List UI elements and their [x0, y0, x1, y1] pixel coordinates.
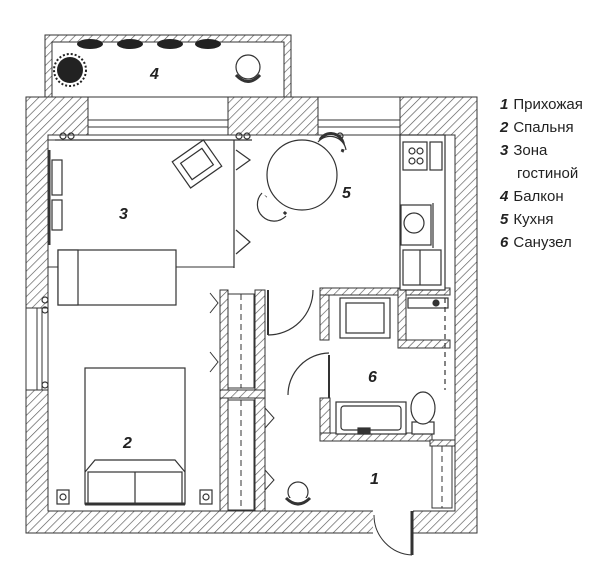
bathroom-door [267, 289, 330, 398]
sofa-icon [57, 249, 177, 306]
sink-icon [407, 297, 449, 390]
room-number: 3 [119, 206, 128, 223]
room-number: 6 [368, 369, 377, 386]
legend: 1 Прихожая 2 Спальня 3 Зона гостиной 4 Б… [500, 93, 583, 254]
pouf-icon [284, 481, 312, 506]
legend-label: Балкон [513, 188, 564, 205]
legend-number: 1 [500, 96, 509, 113]
legend-label: гостиной [517, 165, 579, 182]
legend-item: 1 Прихожая [500, 93, 583, 116]
bathtub-icon [335, 401, 407, 435]
room-number: 5 [342, 185, 352, 202]
balcony [44, 34, 292, 98]
legend-item: 4 Балкон [500, 185, 583, 208]
room-number: 2 [122, 435, 132, 452]
legend-label: Санузел [513, 234, 572, 251]
legend-number: 3 [500, 142, 509, 159]
legend-number: 4 [500, 188, 509, 205]
room-number: 4 [149, 66, 159, 83]
washing-machine-icon [339, 297, 391, 339]
legend-label: Зона [513, 142, 548, 159]
bed-icon [84, 367, 186, 506]
dining-table-icon [256, 131, 347, 222]
legend-number: 6 [500, 234, 509, 251]
legend-item: 2 Спальня [500, 116, 583, 139]
legend-number: 5 [500, 211, 509, 228]
legend-label: Кухня [513, 211, 554, 228]
room-labels: 1 2 3 4 5 6 [119, 66, 379, 488]
plant-icon [53, 39, 221, 87]
legend-item-continuation: гостиной [500, 162, 583, 185]
room-number: 1 [370, 471, 379, 488]
legend-item: 6 Санузел [500, 231, 583, 254]
chair-icon [234, 54, 262, 83]
lamp-icon [56, 489, 213, 505]
legend-number: 2 [500, 119, 509, 136]
window-left [25, 307, 49, 391]
window-top-left [87, 96, 229, 136]
legend-label: Прихожая [513, 96, 583, 113]
curtain-left [41, 296, 49, 389]
window-top-right [317, 96, 401, 136]
legend-label: Спальня [513, 119, 574, 136]
legend-item: 5 Кухня [500, 208, 583, 231]
tv-stand-icon [47, 150, 63, 245]
toilet-icon [410, 391, 436, 435]
folding-door [233, 140, 252, 268]
entrance-door [373, 508, 414, 556]
kitchen-counter [399, 134, 446, 291]
wardrobe [209, 292, 453, 511]
armchair-icon [171, 139, 223, 189]
legend-item: 3 Зона [500, 139, 583, 162]
